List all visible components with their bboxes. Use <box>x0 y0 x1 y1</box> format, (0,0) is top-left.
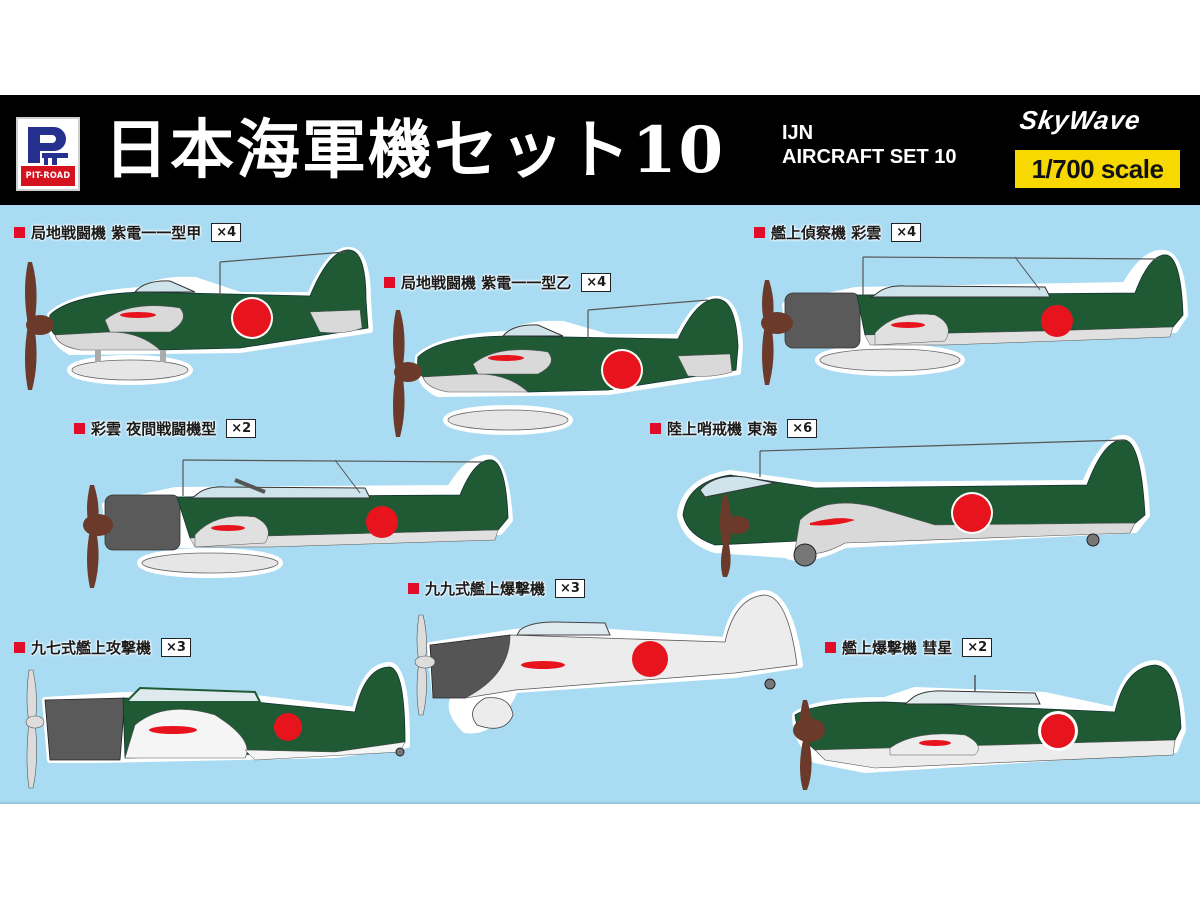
title-en-line2: AIRCRAFT SET 10 <box>782 146 957 168</box>
aircraft-label: 九九式艦上爆撃機 ×3 <box>408 578 585 599</box>
quantity-badge: ×4 <box>211 223 242 242</box>
red-marker-icon <box>825 642 836 653</box>
quantity-badge: ×6 <box>787 419 818 438</box>
aircraft-label: 局地戦闘機 紫電一一型甲 ×4 <box>14 222 242 243</box>
red-marker-icon <box>384 277 395 288</box>
title-en-line1: IJN <box>782 122 814 144</box>
dive-bomber-plane-icon <box>792 660 1186 790</box>
quantity-badge: ×2 <box>226 419 257 438</box>
red-marker-icon <box>650 423 661 434</box>
aircraft-name: 局地戦闘機 紫電一一型甲 <box>31 224 202 242</box>
aircraft-name: 陸上哨戒機 東海 <box>667 420 778 438</box>
page-title-jp: 日本海軍機セット10 <box>104 113 726 188</box>
aircraft-name: 九七式艦上攻撃機 <box>31 639 152 657</box>
aircraft-label: 九七式艦上攻撃機 ×3 <box>14 637 191 658</box>
aircraft-name: 九九式艦上爆撃機 <box>425 580 546 598</box>
quantity-badge: ×4 <box>891 223 922 242</box>
pit-road-logo: PIT-ROAD <box>16 117 80 191</box>
red-marker-icon <box>754 227 765 238</box>
quantity-badge: ×2 <box>962 638 993 657</box>
patrol-plane-icon <box>677 435 1150 577</box>
aircraft-label: 陸上哨戒機 東海 ×6 <box>650 418 818 439</box>
aircraft-label: 艦上偵察機 彩雲 ×4 <box>754 222 922 243</box>
recon-plane-icon <box>761 249 1188 385</box>
red-marker-icon <box>408 583 419 594</box>
night-fighter-plane-icon <box>83 454 513 588</box>
red-marker-icon <box>74 423 85 434</box>
quantity-badge: ×3 <box>161 638 191 657</box>
red-marker-icon <box>14 227 25 238</box>
torpedo-bomber-plane-icon <box>25 662 410 789</box>
pit-road-logo-icon <box>28 127 68 165</box>
aircraft-label: 彩雲 夜間戦闘機型 ×2 <box>74 418 257 439</box>
aircraft-label: 局地戦闘機 紫電一一型乙 ×4 <box>384 272 612 293</box>
aircraft-name: 艦上爆撃機 彗星 <box>842 639 953 657</box>
aircraft-label: 艦上爆撃機 彗星 ×2 <box>825 637 993 658</box>
dive-bomber-plane-icon <box>414 590 803 734</box>
fighter-float-plane-icon <box>25 246 373 390</box>
aircraft-name: 艦上偵察機 彩雲 <box>771 224 882 242</box>
aircraft-name: 局地戦闘機 紫電一一型乙 <box>401 274 572 292</box>
aircraft-name: 彩雲 夜間戦闘機型 <box>91 420 217 438</box>
red-marker-icon <box>14 642 25 653</box>
page-title-en: IJN AIRCRAFT SET 10 <box>782 121 956 169</box>
brand-logo: SkyWave <box>1017 105 1143 135</box>
scale-badge: 1/700 scale <box>1015 150 1180 188</box>
logo-label: PIT-ROAD <box>21 166 75 186</box>
fighter-float-plane-icon <box>393 295 743 437</box>
quantity-badge: ×4 <box>581 273 612 292</box>
header-banner: PIT-ROAD 日本海軍機セット10 IJN AIRCRAFT SET 10 … <box>0 95 1200 205</box>
quantity-badge: ×3 <box>555 579 585 598</box>
